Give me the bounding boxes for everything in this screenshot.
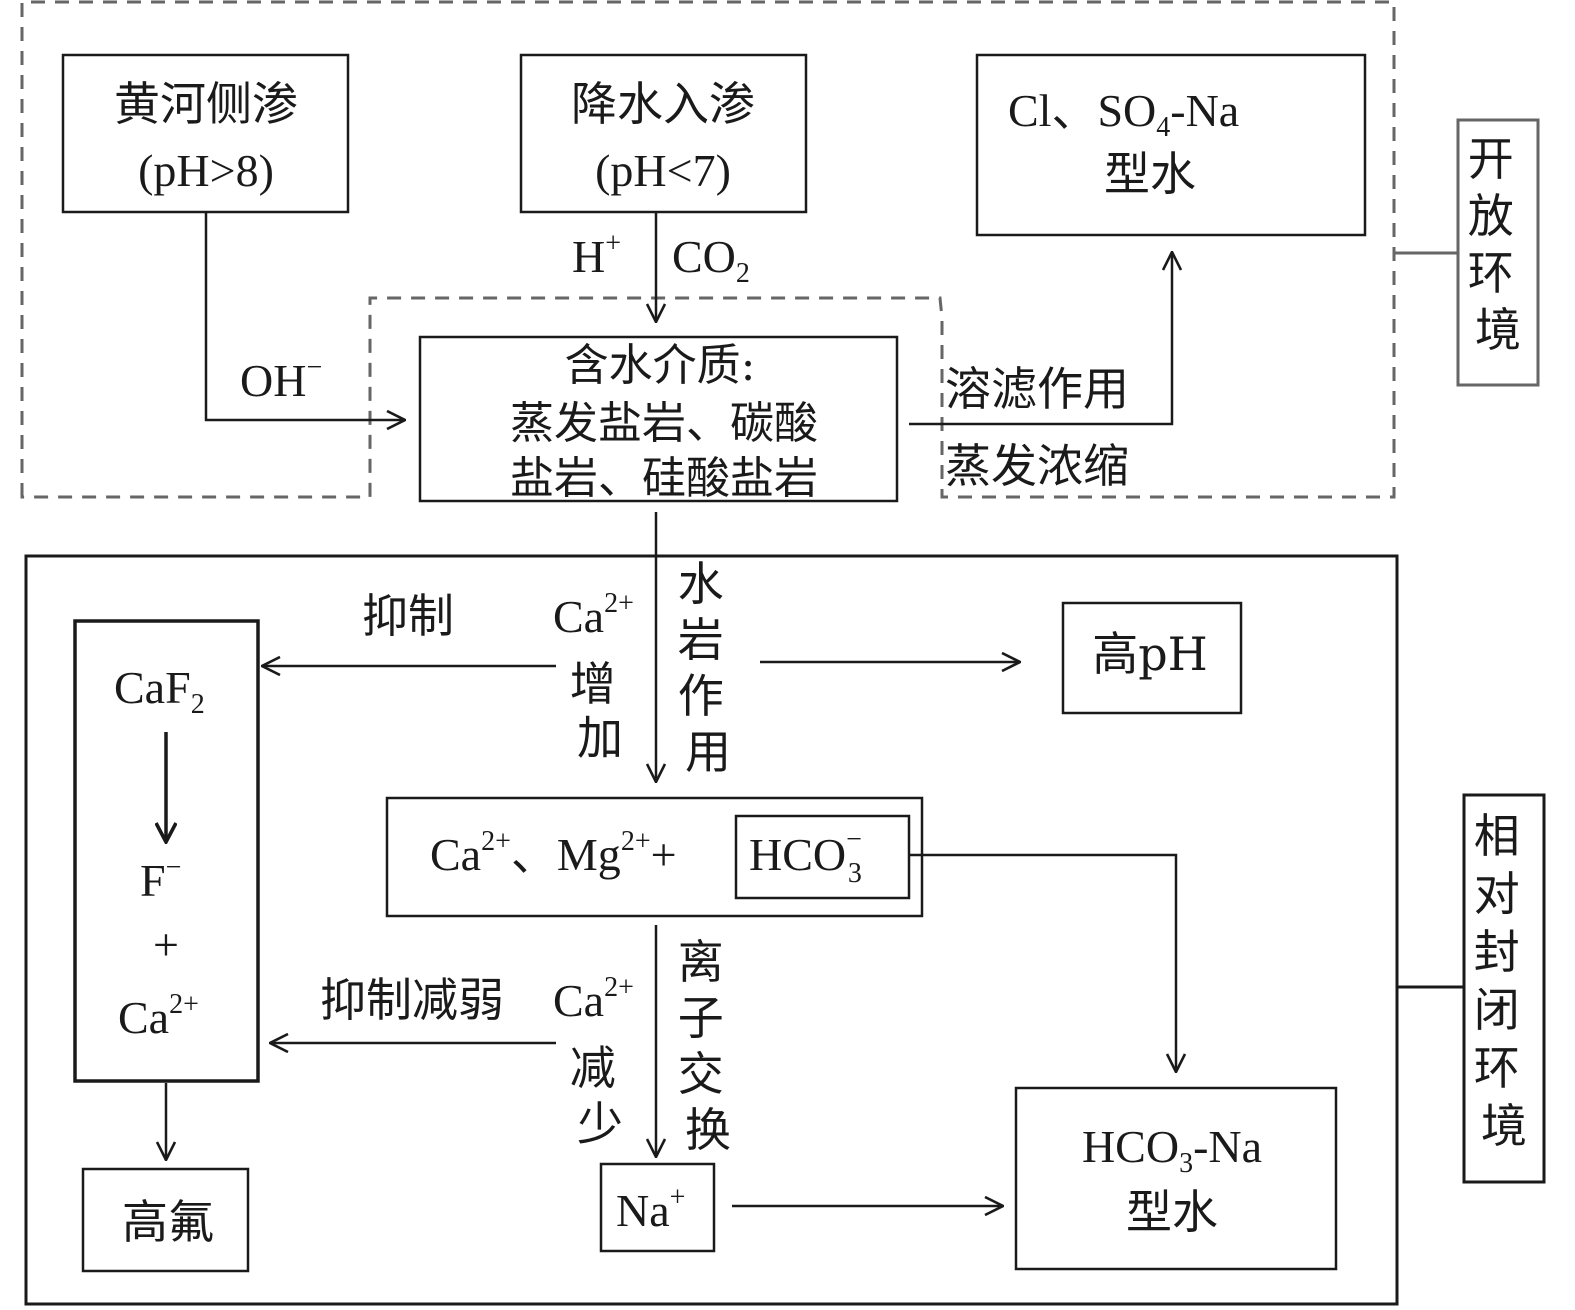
ca-decrease-text: 减 少 bbox=[570, 1041, 631, 1151]
precipitation-box bbox=[519, 53, 808, 214]
high-ph-label: 高pH bbox=[1092, 627, 1208, 681]
hco3-label: HCO−3 bbox=[749, 824, 862, 889]
hco3-to-hco3-na-arrow bbox=[909, 853, 1176, 1072]
closed-zone-char: 境 bbox=[1481, 1099, 1527, 1153]
ion-exchange-char: 子 bbox=[678, 991, 724, 1045]
cl-so4-na-type: 型水 bbox=[1104, 147, 1196, 201]
open-zone-char: 环 bbox=[1468, 246, 1514, 300]
na-label: Na+ bbox=[616, 1182, 685, 1236]
ca-ion-label: Ca2+ bbox=[118, 989, 199, 1043]
open-zone-label-box bbox=[1456, 118, 1540, 387]
ca-increase-text: 增 加 bbox=[570, 657, 631, 765]
precipitation-title: 降水入渗 bbox=[571, 77, 755, 131]
closed-zone-char: 对 bbox=[1474, 867, 1520, 921]
ion-exchange-char: 换 bbox=[685, 1103, 731, 1157]
inhibit-label: 抑制 bbox=[362, 589, 454, 643]
plus-sign: + bbox=[153, 919, 179, 970]
closed-zone-char: 封 bbox=[1474, 925, 1520, 979]
ca-mg-label: Ca2+、Mg2++ bbox=[430, 826, 677, 880]
hco3-na-water-box bbox=[1014, 1086, 1338, 1271]
closed-zone-char: 闭 bbox=[1474, 983, 1520, 1037]
f-minus-label: F− bbox=[140, 852, 181, 906]
oh-label: OH− bbox=[240, 352, 322, 406]
high-fluoride-label: 高氟 bbox=[122, 1195, 214, 1249]
open-environment-boundary bbox=[20, 0, 1396, 499]
aquifer-medium-title: 含水介质: bbox=[565, 340, 756, 391]
aquifer-medium-rocks-1: 蒸发盐岩、碳酸 bbox=[510, 398, 818, 449]
closed-zone-label-box bbox=[1462, 793, 1546, 1184]
water-rock-char: 水 bbox=[678, 557, 724, 611]
high-ph-box bbox=[1061, 601, 1243, 715]
ca-decrease-char: 少 bbox=[577, 1097, 623, 1151]
leaching-label: 溶滤作用 bbox=[945, 362, 1129, 416]
yellow-river-to-aquifer-arrow bbox=[204, 212, 405, 420]
ion-exchange-char: 离 bbox=[678, 935, 724, 989]
yellow-river-title: 黄河侧渗 bbox=[114, 77, 298, 131]
cl-so4-na-water-box bbox=[975, 53, 1367, 237]
yellow-river-ph: (pH>8) bbox=[138, 145, 274, 196]
hco3-box bbox=[734, 814, 911, 900]
open-zone-label: 开 放 环 境 bbox=[1468, 132, 1529, 357]
caf2-box bbox=[73, 619, 260, 1083]
ca-decrease-char: 减 bbox=[570, 1041, 616, 1095]
open-zone-char: 开 bbox=[1468, 132, 1514, 186]
aquifer-medium-rocks-2: 盐岩、硅酸盐岩 bbox=[510, 453, 818, 504]
precipitation-ph: (pH<7) bbox=[595, 145, 731, 196]
inhibit-weaken-label: 抑制减弱 bbox=[320, 973, 504, 1027]
cl-so4-na-formula: Cl、SO4-Na bbox=[1008, 85, 1239, 143]
closed-zone-char: 环 bbox=[1474, 1041, 1520, 1095]
closed-environment-boundary bbox=[24, 554, 1399, 1306]
ca-increase-char: 增 bbox=[570, 657, 616, 711]
ion-exchange-label: 离 子 交 换 bbox=[678, 935, 739, 1157]
ca-increase-ion: Ca2+ bbox=[553, 588, 634, 642]
ion-exchange-char: 交 bbox=[678, 1047, 724, 1101]
co2-label: CO2 bbox=[672, 231, 750, 289]
hco3-na-type: 型水 bbox=[1126, 1185, 1218, 1239]
h-plus-label: H+ bbox=[572, 228, 621, 282]
aquifer-medium-box bbox=[418, 335, 899, 503]
ca-increase-char: 加 bbox=[577, 711, 623, 765]
closed-zone-label: 相 对 封 闭 环 境 bbox=[1474, 809, 1535, 1153]
water-rock-char: 岩 bbox=[678, 613, 724, 667]
open-zone-char: 放 bbox=[1468, 189, 1514, 243]
water-rock-label: 水 岩 作 用 bbox=[678, 557, 739, 779]
water-rock-char: 用 bbox=[685, 725, 731, 779]
closed-zone-char: 相 bbox=[1474, 809, 1520, 863]
evaporation-label: 蒸发浓缩 bbox=[945, 439, 1129, 493]
high-fluoride-box bbox=[81, 1167, 250, 1273]
aquifer-to-cl-so4-arrow bbox=[909, 252, 1172, 426]
caf2-label: CaF2 bbox=[114, 662, 205, 720]
ca-decrease-ion: Ca2+ bbox=[553, 972, 634, 1026]
open-zone-char: 境 bbox=[1475, 303, 1521, 357]
water-rock-char: 作 bbox=[678, 669, 724, 723]
hco3-na-formula: HCO3-Na bbox=[1082, 1121, 1262, 1179]
na-box bbox=[599, 1162, 716, 1253]
